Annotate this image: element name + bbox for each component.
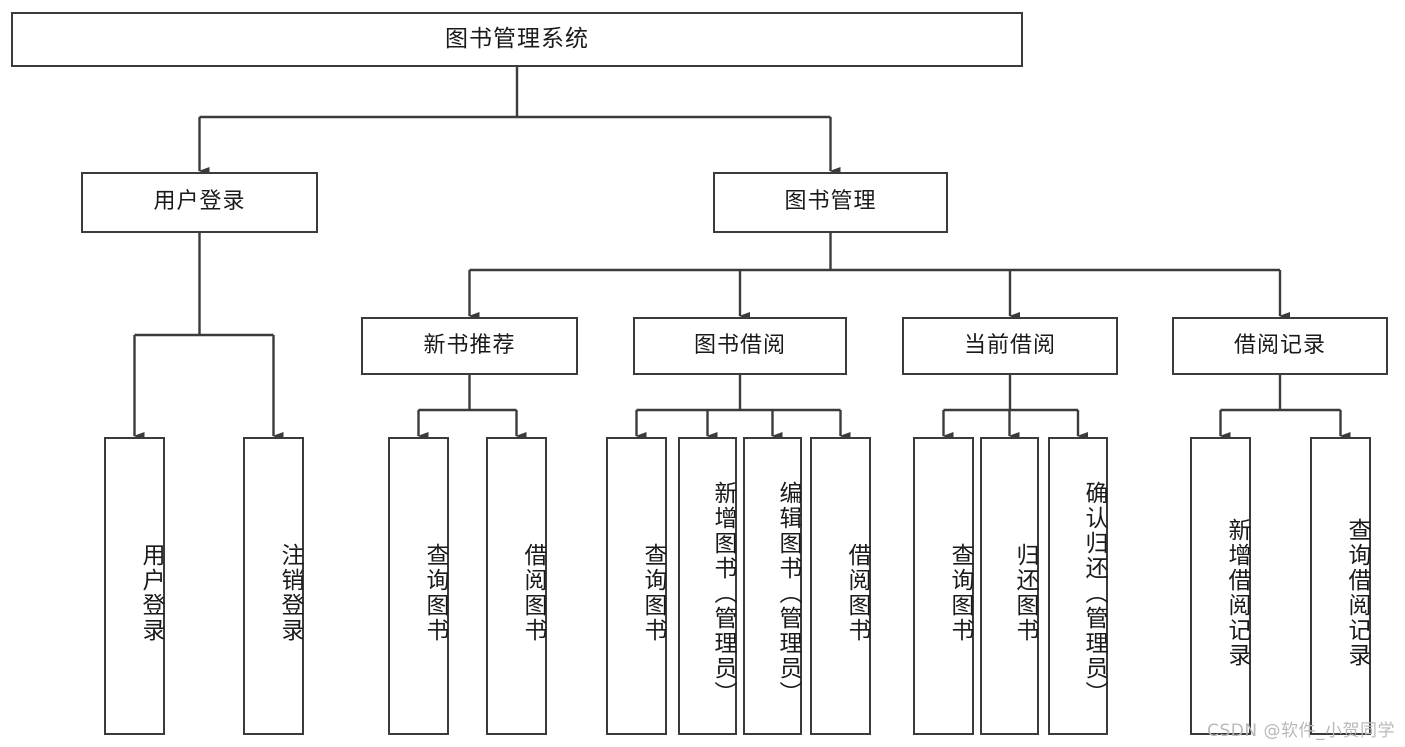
node-label: 归还图书: [1012, 543, 1038, 643]
node-label: 查询借阅记录: [1344, 518, 1370, 668]
node-new-book-recommend[interactable]: 新书推荐: [361, 317, 578, 375]
node-leaf-query-record[interactable]: 查询借阅记录: [1310, 437, 1371, 735]
node-book-borrow[interactable]: 图书借阅: [633, 317, 847, 375]
node-label: 新增图书（管理员）: [710, 480, 736, 706]
node-leaf-user-logout[interactable]: 注销登录: [243, 437, 304, 735]
node-leaf-add-record[interactable]: 新增借阅记录: [1190, 437, 1251, 735]
node-leaf-query-book-1[interactable]: 查询图书: [388, 437, 449, 735]
node-label: 注销登录: [277, 543, 303, 643]
node-label: 图书借阅: [693, 332, 786, 358]
node-leaf-confirm-return[interactable]: 确认归还（管理员）: [1048, 437, 1108, 735]
node-leaf-add-book[interactable]: 新增图书（管理员）: [678, 437, 737, 735]
node-leaf-borrow-book-1[interactable]: 借阅图书: [486, 437, 547, 735]
node-leaf-query-book-3[interactable]: 查询图书: [913, 437, 974, 735]
node-borrow-record[interactable]: 借阅记录: [1172, 317, 1388, 375]
node-root[interactable]: 图书管理系统: [11, 12, 1023, 67]
node-label: 图书管理: [784, 189, 877, 215]
node-label: 查询图书: [640, 543, 666, 643]
node-label: 借阅记录: [1233, 332, 1326, 358]
node-leaf-user-login[interactable]: 用户登录: [104, 437, 165, 735]
node-leaf-query-book-2[interactable]: 查询图书: [606, 437, 667, 735]
node-user-login[interactable]: 用户登录: [81, 172, 318, 233]
node-label: 图书管理系统: [445, 25, 589, 52]
watermark-text: CSDN @软件_小贺同学: [1207, 721, 1395, 741]
node-label: 借阅图书: [520, 543, 546, 643]
node-leaf-return-book[interactable]: 归还图书: [980, 437, 1039, 735]
node-leaf-edit-book[interactable]: 编辑图书（管理员）: [743, 437, 802, 735]
node-label: 查询图书: [947, 543, 973, 643]
node-book-management[interactable]: 图书管理: [713, 172, 948, 233]
node-current-borrow[interactable]: 当前借阅: [902, 317, 1118, 375]
node-leaf-borrow-book-2[interactable]: 借阅图书: [810, 437, 871, 735]
node-label: 新增借阅记录: [1224, 518, 1250, 668]
node-label: 确认归还（管理员）: [1081, 480, 1107, 706]
node-label: 用户登录: [138, 543, 164, 643]
node-label: 编辑图书（管理员）: [775, 480, 801, 706]
node-label: 用户登录: [153, 189, 246, 215]
node-label: 当前借阅: [963, 332, 1056, 358]
node-label: 查询图书: [422, 543, 448, 643]
node-label: 新书推荐: [423, 332, 516, 358]
node-label: 借阅图书: [844, 543, 870, 643]
